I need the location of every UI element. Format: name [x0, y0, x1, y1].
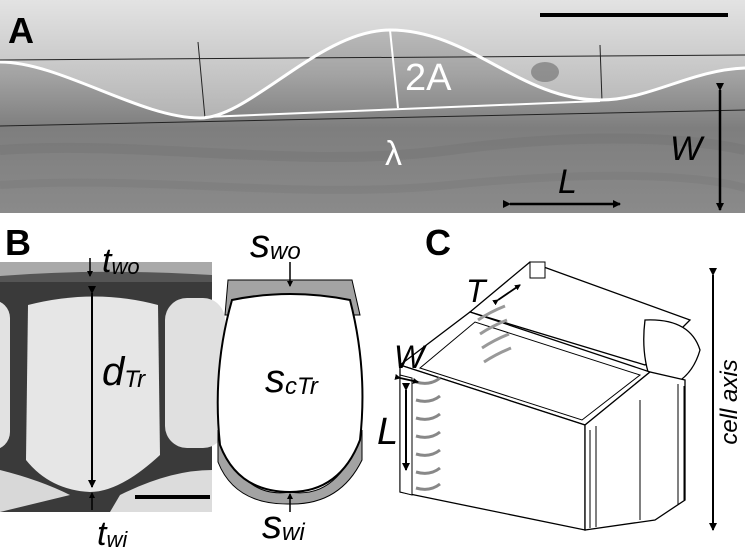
panel-a: A 2A λ W L	[0, 0, 745, 213]
amplitude-line	[389, 29, 399, 109]
panel-b: B two dTr twi	[0, 222, 225, 552]
t-label: T	[466, 273, 488, 309]
t-wi-label: twi	[97, 515, 128, 552]
sine-curve	[0, 28, 745, 120]
wavelength-label: λ	[385, 135, 402, 173]
length-label: L	[558, 163, 577, 201]
light-region-a	[0, 0, 745, 118]
w-arrow	[394, 373, 419, 384]
panel-label-b: B	[5, 222, 31, 263]
d-tr-label: dTr	[102, 350, 146, 394]
t-arrow	[492, 284, 521, 306]
s-ctr-label: scTr	[265, 357, 319, 401]
cell-axis-label: cell axis	[716, 359, 743, 444]
lumen-outline	[216, 293, 364, 494]
panel-label-c: C	[425, 222, 451, 263]
lower-guide-line	[0, 109, 745, 127]
panel-c: C T W L cell axis	[377, 222, 743, 531]
upper-guide-line	[0, 54, 745, 61]
width-label: W	[670, 130, 705, 168]
panel-b-schematic: swo scTr swi	[216, 222, 364, 547]
w-label: W	[394, 339, 427, 375]
t-wo-label: two	[102, 242, 140, 280]
amplitude-label: 2A	[405, 57, 452, 99]
panel-label-a: A	[8, 10, 34, 51]
s-wi-label: swi	[262, 503, 305, 547]
wavelength-line	[204, 100, 601, 118]
s-wo-label: swo	[250, 222, 301, 266]
l-label: L	[377, 411, 398, 453]
